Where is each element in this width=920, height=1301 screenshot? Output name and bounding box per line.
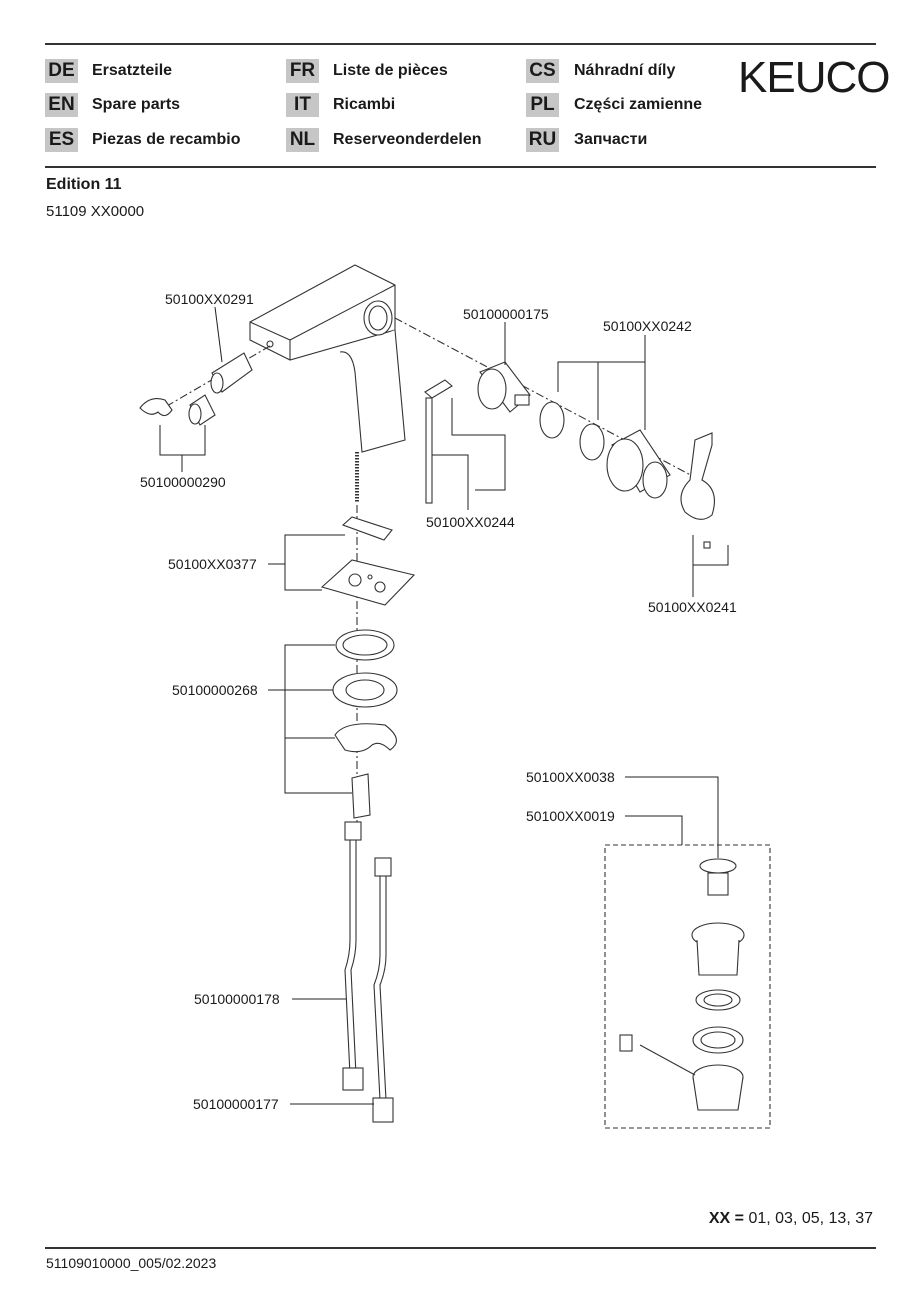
part-number-fixing-set: 50100000268: [172, 682, 258, 698]
o-ring-2: [579, 423, 605, 461]
popup-rod: [424, 379, 453, 504]
lang-label-nl: Reserveonderdelen: [333, 131, 482, 148]
part-number-hose-short: 50100000177: [193, 1096, 279, 1112]
leader-lines: [159, 306, 729, 1105]
part-number-popup-cap: 50100XX0038: [526, 769, 615, 785]
lang-code-ru: RU: [526, 128, 559, 152]
lang-code-fr: FR: [286, 59, 319, 83]
lang-label-ru: Запчасти: [574, 131, 648, 148]
part-number-aerator-housing: 50100XX0291: [165, 291, 254, 307]
cartridge-nut: [606, 429, 671, 499]
waste-set-box: [604, 844, 771, 1129]
base-plate: [320, 516, 416, 606]
lang-label-de: Ersatzteile: [92, 62, 173, 79]
variant-list: 01, 03, 05, 13, 37: [748, 1210, 873, 1227]
model-number: 51109 XX0000: [46, 203, 145, 220]
lang-label-cs: Náhradní díly: [574, 62, 676, 79]
lang-code-cs: CS: [526, 59, 559, 83]
part-number-hose-long: 50100000178: [194, 991, 280, 1007]
lang-code-it: IT: [286, 93, 319, 117]
lang-label-en: Spare parts: [92, 96, 181, 113]
waste-set: [619, 858, 745, 1111]
supply-hoses: [342, 821, 394, 1123]
lang-label-fr: Liste de pièces: [333, 62, 448, 79]
edition-title: Edition 11: [46, 176, 122, 193]
part-number-popup-rod: 50100XX0244: [426, 514, 515, 530]
part-number-waste-set: 50100XX0019: [526, 808, 615, 824]
o-ring-1: [539, 401, 565, 439]
lang-code-en: EN: [45, 93, 78, 117]
faucet-body: [249, 264, 406, 502]
part-number-aerator: 50100000290: [140, 474, 226, 490]
cartridge: [477, 361, 531, 413]
keuco-logo: KEUCO: [738, 53, 890, 102]
aerator-parts: [139, 352, 253, 426]
header-bottom-rule: [45, 166, 876, 168]
lang-code-pl: PL: [526, 93, 559, 117]
part-number-cartridge: 50100000175: [463, 306, 549, 322]
lang-code-de: DE: [45, 59, 78, 83]
lang-label-pl: Części zamienne: [574, 96, 703, 113]
variant-prefix: XX =: [708, 1210, 744, 1227]
lang-label-es: Piezas de recambio: [92, 131, 241, 148]
part-number-seals-cartridge-nut: 50100XX0242: [603, 318, 692, 334]
part-number-lever-handle: 50100XX0241: [648, 599, 737, 615]
footer-rule: [45, 1247, 876, 1249]
lang-label-it: Ricambi: [333, 96, 396, 113]
document-number: 51109010000_005/02.2023: [46, 1255, 217, 1271]
fixing-set: [332, 629, 398, 819]
lang-code-nl: NL: [286, 128, 319, 152]
part-number-base-plate: 50100XX0377: [168, 556, 257, 572]
variant-codes: XX = 01, 03, 05, 13, 37: [709, 1210, 873, 1228]
header-top-rule: [45, 43, 876, 45]
lever-handle: [680, 432, 715, 549]
lang-code-es: ES: [45, 128, 78, 152]
